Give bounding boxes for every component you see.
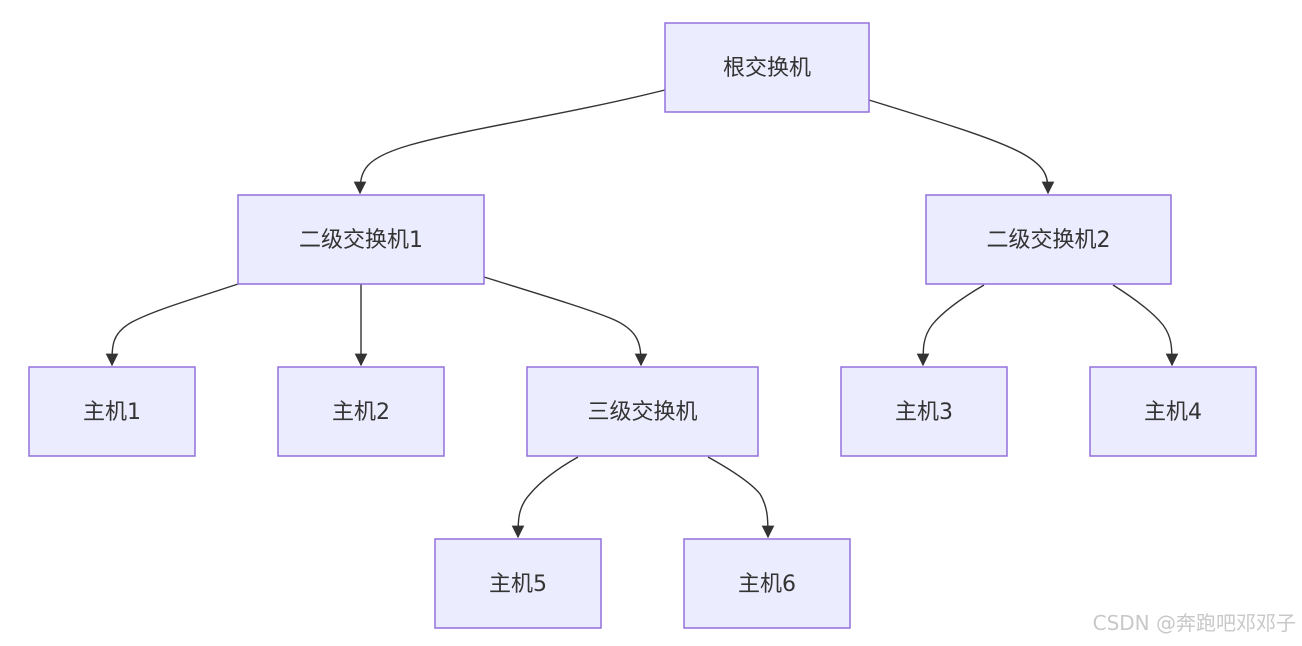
edge-sw2-h4: [1112, 284, 1179, 367]
edge-sw1-sw3: [483, 276, 648, 367]
edge-sw1-h1: [105, 283, 239, 367]
node-label-root: 根交换机: [723, 56, 811, 81]
edge-sw3-h5: [511, 456, 579, 539]
node-label-h3: 主机3: [895, 400, 953, 425]
node-box-h4: [1089, 366, 1257, 457]
node-label-sw1: 二级交换机1: [299, 228, 423, 253]
node-label-h2: 主机2: [332, 400, 390, 425]
node-box-sw1: [237, 194, 485, 285]
node-box-sw2: [925, 194, 1172, 285]
node-box-h5: [434, 538, 602, 629]
node-box-h1: [28, 366, 196, 457]
node-label-h1: 主机1: [83, 400, 141, 425]
edge-sw2-h3: [916, 284, 985, 367]
node-label-sw2: 二级交换机2: [987, 228, 1111, 253]
node-box-h6: [683, 538, 851, 629]
node-label-h6: 主机6: [738, 572, 796, 597]
node-box-root: [664, 22, 870, 113]
node-sw1: 二级交换机1: [237, 194, 485, 285]
node-h3: 主机3: [840, 366, 1008, 457]
edge-root-sw1: [353, 89, 666, 195]
edges-layer: [105, 89, 1179, 539]
node-sw2: 二级交换机2: [925, 194, 1172, 285]
node-box-h3: [840, 366, 1008, 457]
node-label-sw3: 三级交换机: [587, 400, 697, 425]
node-h6: 主机6: [683, 538, 851, 629]
node-box-sw3: [526, 366, 759, 457]
watermark: CSDN @奔跑吧邓邓子: [1092, 611, 1296, 635]
edge-sw3-h6: [707, 456, 775, 539]
node-h4: 主机4: [1089, 366, 1257, 457]
node-sw3: 三级交换机: [526, 366, 759, 457]
node-label-h5: 主机5: [489, 572, 547, 597]
node-root: 根交换机: [664, 22, 870, 113]
node-h2: 主机2: [277, 366, 445, 457]
edge-root-sw2: [868, 99, 1055, 195]
node-h1: 主机1: [28, 366, 196, 457]
node-h5: 主机5: [434, 538, 602, 629]
node-label-h4: 主机4: [1144, 400, 1202, 425]
node-box-h2: [277, 366, 445, 457]
